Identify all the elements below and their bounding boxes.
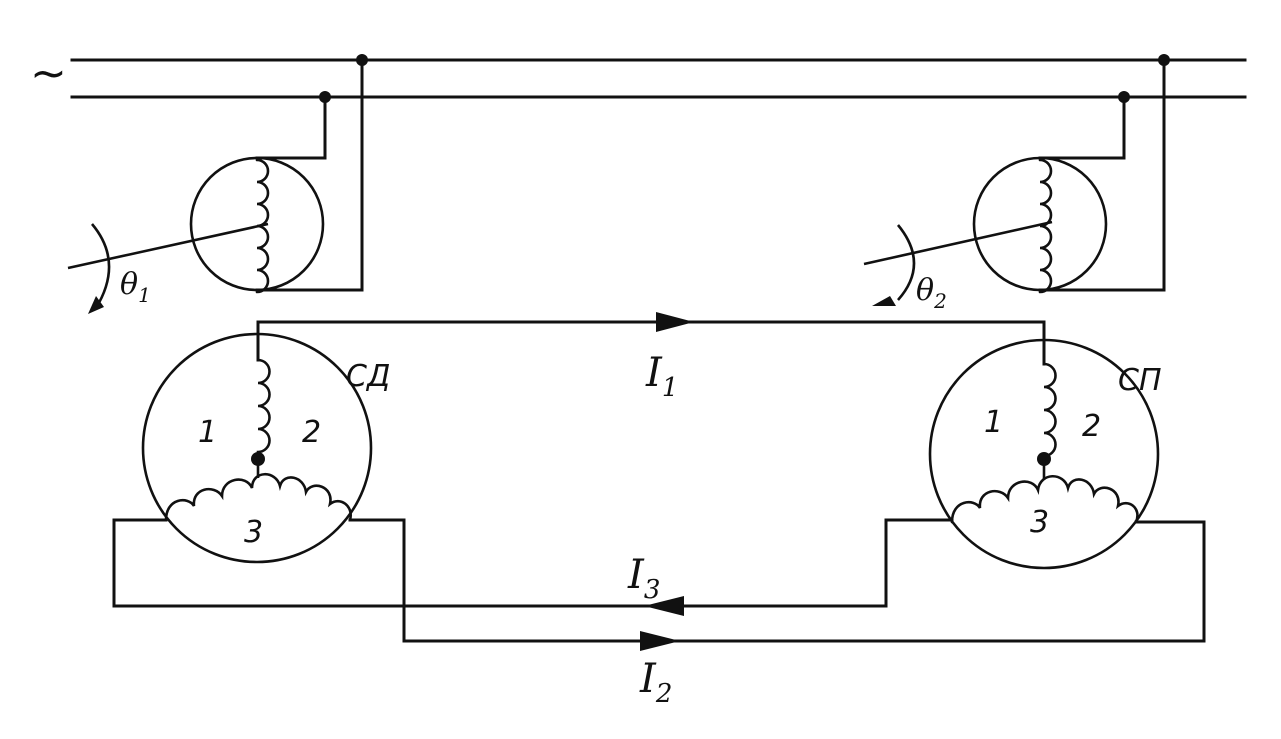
right-winding-3 [950,474,1139,524]
left-angle-label: θ1 [120,267,151,307]
left-rotor: θ1 [67,58,364,314]
right-rotor-shaft [863,220,1053,266]
left-rotation-arrow [91,223,111,309]
right-machine-name: СП [1118,363,1162,398]
ac-supply-symbol: ~ [30,48,67,99]
left-rotor-shaft [67,222,269,270]
right-synchro: СП 1 2 3 [928,320,1162,570]
right-rotation-arrow [896,224,916,301]
left-winding-2-label: 2 [302,415,321,450]
left-winding-1 [256,358,271,461]
arrow-i2 [640,631,680,651]
right-angle-label: θ2 [916,273,947,313]
arrow-i1 [656,312,694,332]
right-rotor-winding [1038,158,1053,294]
right-winding-3-label: 3 [1030,505,1049,540]
right-winding-2-label: 2 [1082,409,1101,444]
current-i1-label: I1 [645,350,678,403]
right-rotor: θ2 [863,58,1166,313]
left-winding-3-label: 3 [244,515,263,550]
left-rotation-arrowhead [88,296,104,314]
arrow-i3 [644,596,684,616]
left-winding-1-label: 1 [198,415,217,450]
current-i2-label: I2 [639,656,672,709]
left-rotor-lead-bottom [255,58,364,292]
left-synchro: СД 1 2 3 [141,320,390,564]
left-machine-name: СД [346,359,390,394]
wire-i3 [112,518,954,608]
left-rotor-lead-top [255,95,327,160]
right-rotation-arrowhead [872,296,896,306]
left-winding-3 [164,472,352,522]
current-i3-label: I3 [627,552,660,605]
right-rotor-lead-top [1038,95,1126,160]
wire-i2 [348,518,1206,643]
right-rotor-lead-bottom [1038,58,1166,292]
right-winding-1-label: 1 [984,405,1003,440]
right-winding-1 [1042,362,1057,461]
